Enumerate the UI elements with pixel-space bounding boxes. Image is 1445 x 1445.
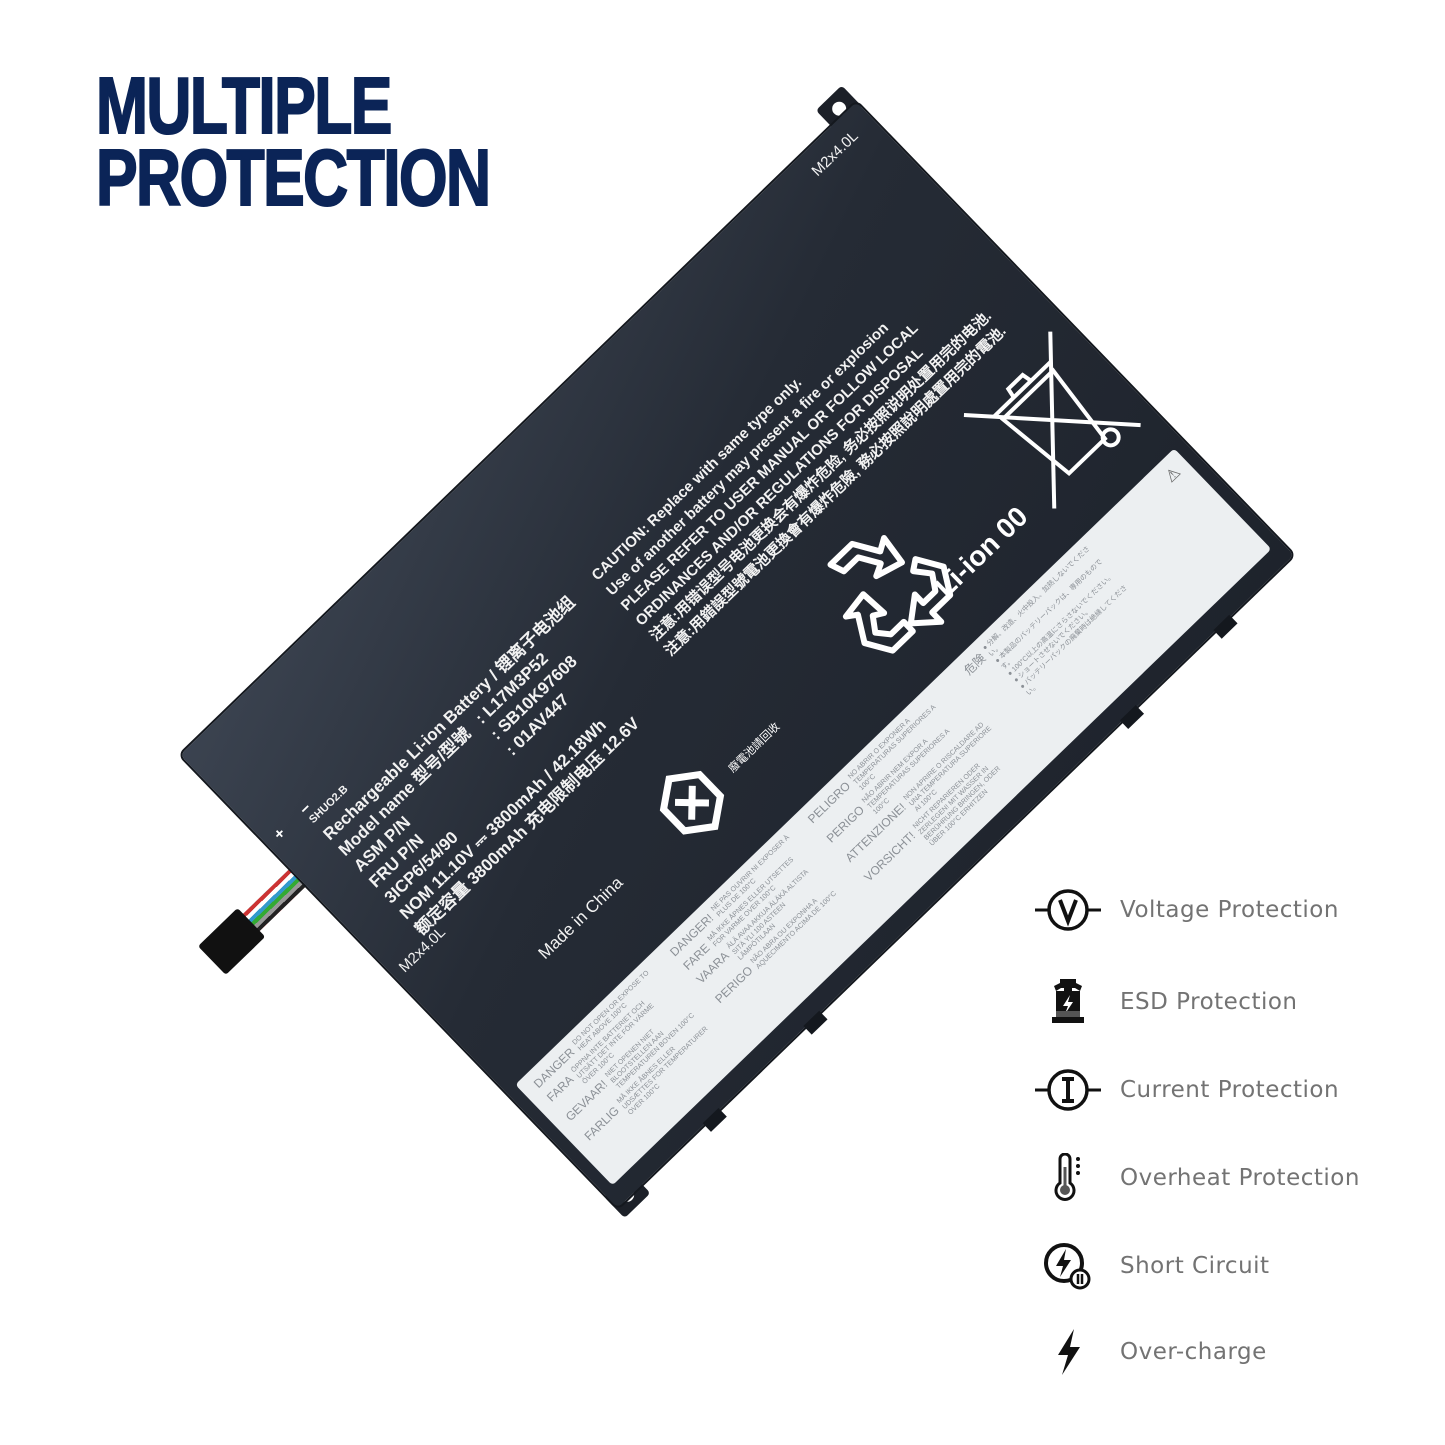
feature-current: Current Protection [1030, 1060, 1410, 1120]
feature-label: Short Circuit [1120, 1253, 1270, 1279]
esd-icon [1030, 977, 1106, 1027]
feature-esd: ESD Protection [1030, 972, 1410, 1032]
thermometer-icon [1030, 1153, 1106, 1203]
feature-over-charge: Over-charge [1030, 1322, 1410, 1382]
page-title: MULTIPLE PROTECTION [95, 61, 492, 222]
battery-connector [197, 863, 312, 975]
title-line-2: PROTECTION [95, 133, 492, 222]
taiwan-recycle-icon [659, 770, 725, 835]
lightning-icon [1030, 1327, 1106, 1377]
voltage-icon [1030, 885, 1106, 935]
feature-label: Over-charge [1120, 1339, 1267, 1365]
feature-label: Overheat Protection [1120, 1165, 1360, 1191]
battery-image: + − M2x4.0L M2x4.0L SHUO2.B Rechargeable… [180, 85, 1294, 1219]
current-icon [1030, 1065, 1106, 1115]
feature-overheat: Overheat Protection [1030, 1148, 1410, 1208]
warning-heading: 危険 [961, 650, 989, 678]
feature-label: ESD Protection [1120, 989, 1298, 1015]
feature-label: Current Protection [1120, 1077, 1340, 1103]
title-line-1: MULTIPLE [95, 61, 393, 150]
crossed-bin-icon [963, 331, 1141, 509]
feature-short-circuit: Short Circuit [1030, 1236, 1410, 1296]
feature-voltage: Voltage Protection [1030, 880, 1410, 940]
feature-label: Voltage Protection [1120, 897, 1339, 923]
short-circuit-icon [1030, 1241, 1106, 1291]
warning-triangle-icon: ⚠ [1162, 463, 1185, 487]
recycle-icon [827, 535, 954, 654]
